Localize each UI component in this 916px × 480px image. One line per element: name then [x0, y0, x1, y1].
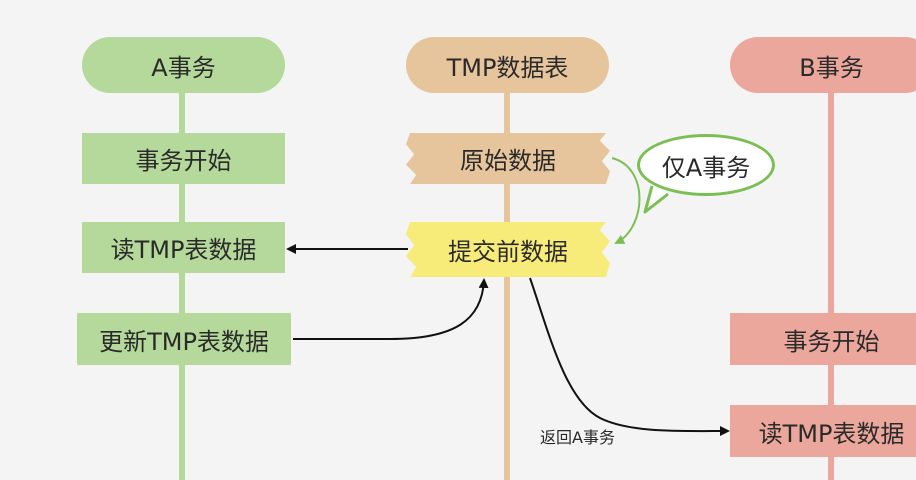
a-lane-title: A事务 [151, 53, 216, 82]
a-update-step: 更新TMP表数据 [77, 313, 291, 365]
tmp-precommit-state: 提交前数据 [406, 222, 610, 277]
tmp-original-label: 原始数据 [460, 147, 556, 175]
precommit-to-b-read-arrow [529, 277, 730, 437]
b-read-label: 读TMP表数据 [758, 419, 905, 448]
b-begin-label: 事务开始 [783, 327, 880, 356]
b-lane-header: B事务 [730, 37, 916, 93]
a-lane-header: A事务 [82, 37, 285, 93]
only-a-connector-arrow [611, 157, 641, 244]
b-begin-step: 事务开始 [730, 313, 916, 365]
tmp-original-state: 原始数据 [406, 133, 610, 184]
callout-tail [643, 185, 669, 214]
b-lane-title: B事务 [799, 53, 864, 82]
b-lifeline [828, 90, 834, 480]
a-lifeline [179, 90, 185, 480]
a-begin-label: 事务开始 [135, 147, 232, 175]
tmp-lane-title: TMP数据表 [446, 53, 569, 82]
b-read-step: 读TMP表数据 [730, 405, 916, 457]
tmp-lane-header: TMP数据表 [406, 37, 609, 93]
a-update-label: 更新TMP表数据 [99, 327, 269, 356]
return-to-a-label: 返回A事务 [540, 428, 615, 447]
a-begin-step: 事务开始 [82, 133, 285, 184]
update-to-precommit-arrow [293, 278, 489, 340]
tmp-precommit-label: 提交前数据 [448, 238, 568, 266]
a-read-label: 读TMP表数据 [110, 236, 257, 264]
only-a-callout: 仅A事务 [637, 134, 775, 196]
tmp-lifeline [504, 90, 510, 480]
only-a-callout-text: 仅A事务 [661, 153, 751, 182]
a-read-step: 读TMP表数据 [82, 222, 285, 273]
